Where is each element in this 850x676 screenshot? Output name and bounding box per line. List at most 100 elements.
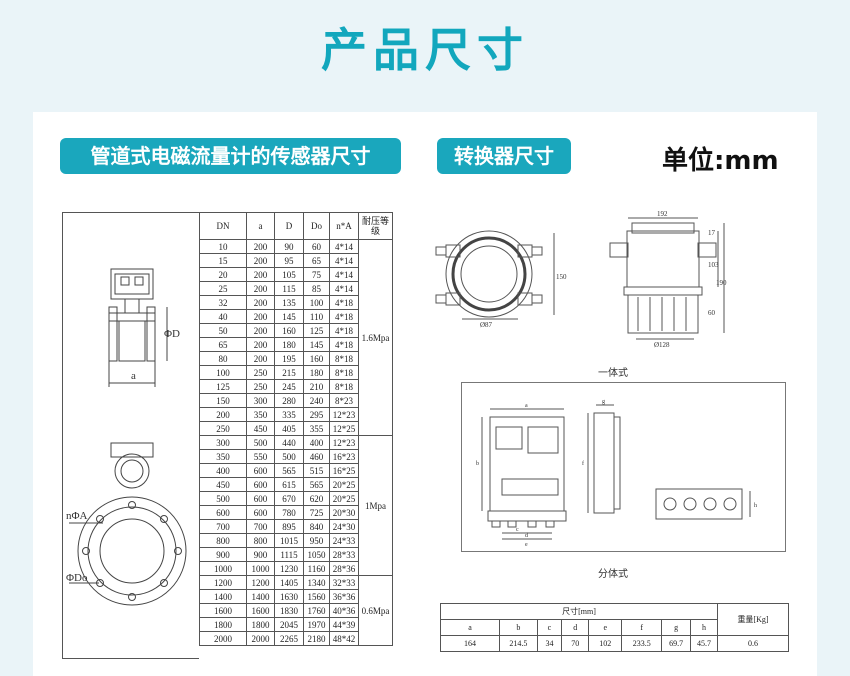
dim-letter-b: b [476,461,479,467]
table-cell: 1160 [303,561,330,576]
table-cell: 1600 [246,603,275,618]
table-cell: 1970 [303,617,330,632]
table-cell: 135 [274,295,304,310]
table-cell: 4*14 [329,253,359,268]
dim-17: 17 [708,229,716,237]
table-cell: 115 [274,281,304,296]
table-cell: 440 [274,435,304,450]
table-cell: 28*33 [329,547,359,562]
table-cell: 515 [303,463,330,478]
table-cell: 355 [303,421,330,436]
table-cell: 8*18 [329,351,359,366]
table-cell: 2180 [303,631,330,646]
table-cell: 85 [303,281,330,296]
table-cell: 1000 [199,561,247,576]
label-a: a [131,370,136,382]
table-cell: 200 [246,309,275,324]
val-b: 214.5 [499,635,538,652]
col-c: c [536,619,563,636]
table-cell: 20 [199,267,247,282]
size-header: 尺寸[mm] [440,603,718,620]
col-e: e [588,619,623,636]
table-cell: 1405 [274,575,304,590]
split-converter-drawing: a b c d e f g h [476,399,757,548]
val-d: 70 [561,635,590,652]
dim-letter-a: a [525,403,528,409]
table-cell: 8*18 [329,379,359,394]
header-do: Do [303,212,330,240]
table-cell: 250 [246,379,275,394]
table-cell: 1630 [274,589,304,604]
table-cell: 500 [199,491,247,506]
table-cell: 565 [303,477,330,492]
table-cell: 1400 [246,589,275,604]
table-cell: 160 [274,323,304,338]
label-phi-d: ΦD [164,328,180,340]
table-cell: 75 [303,267,330,282]
table-cell: 1830 [274,603,304,618]
table-cell: 1800 [246,617,275,632]
table-cell: 8*18 [329,365,359,380]
dim-letter-g: g [602,399,605,405]
table-cell: 1400 [199,589,247,604]
col-h: h [690,619,718,636]
label-phi-do: ΦDo [66,572,88,584]
split-converter-panel: a b c d e f g h [461,382,786,552]
table-cell: 145 [303,337,330,352]
val-a: 164 [439,635,501,652]
val-f: 233.5 [621,635,663,652]
table-header-row: DN a D Do n*A 耐压等级 [199,212,393,240]
table-cell: 600 [246,477,275,492]
table-cell: 95 [274,253,304,268]
dim-190: 190 [716,279,727,287]
dim-letter-h: h [754,503,757,509]
table-cell: 48*42 [329,631,359,646]
col-b: b [499,619,538,636]
table-cell: 180 [303,365,330,380]
table-cell: 950 [303,533,330,548]
table-cell: 200 [246,253,275,268]
table-cell: 700 [246,519,275,534]
val-h: 45.7 [690,635,718,652]
val-e: 102 [588,635,623,652]
col-g: g [661,619,692,636]
table-cell: 12*23 [329,435,359,450]
table-cell: 80 [199,351,247,366]
header-d: D [274,212,304,240]
table-cell: 24*30 [329,519,359,534]
table-cell: 25 [199,281,247,296]
col-a: a [439,619,501,636]
table-cell: 900 [199,547,247,562]
table-cell: 2045 [274,617,304,632]
integrated-converter-drawing: 150 Ø87 192 103 190 60 Ø128 17 [435,210,727,349]
table-cell: 1200 [246,575,275,590]
converter-heading: 转换器尺寸 [437,138,571,174]
table-cell: 40 [199,309,247,324]
table-cell: 725 [303,505,330,520]
table-cell: 4*14 [329,267,359,282]
table-cell: 450 [246,421,275,436]
table-cell: 200 [246,239,275,254]
table-cell: 24*33 [329,533,359,548]
table-cell: 1000 [246,561,275,576]
table-cell: 600 [246,491,275,506]
table-cell: 15 [199,253,247,268]
page-title: 产品尺寸 [321,23,529,77]
table-cell: 1560 [303,589,330,604]
table-cell: 1800 [199,617,247,632]
table-cell: 600 [199,505,247,520]
